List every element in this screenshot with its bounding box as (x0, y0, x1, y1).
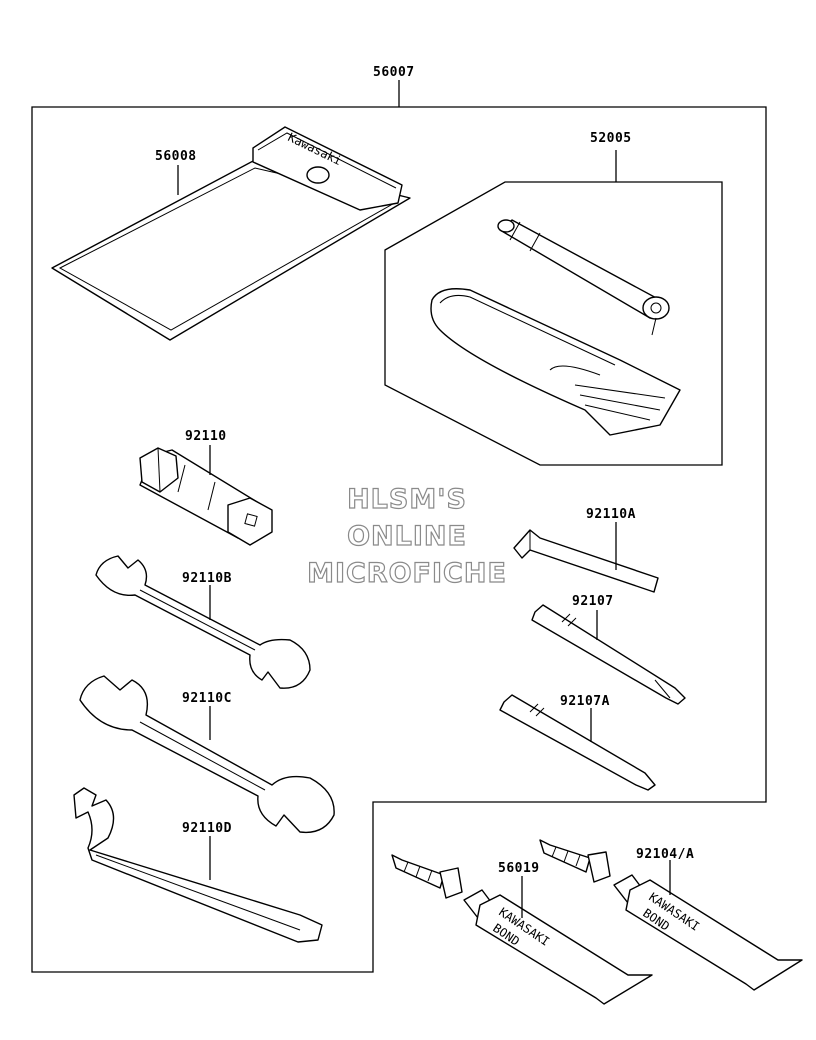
screwdriver-small[interactable] (499, 694, 656, 791)
part-number-bond-tube-2[interactable]: 92104/A (636, 847, 694, 862)
part-number-bond-tube-1[interactable]: 56019 (498, 861, 540, 876)
bond-tube-2[interactable]: KAWASAKI BOND (539, 839, 803, 991)
part-number-hex-key[interactable]: 92110A (586, 507, 636, 522)
part-number-screwdriver-small[interactable]: 92107A (560, 694, 610, 709)
bond-tube-1[interactable]: KAWASAKI BOND (391, 854, 653, 1005)
plug-wrench-set-frame (384, 150, 723, 466)
screwdriver[interactable] (531, 604, 686, 705)
watermark-line2: ONLINE (347, 521, 467, 552)
tool-bag[interactable] (430, 288, 681, 436)
hex-key[interactable] (513, 529, 659, 593)
watermark: HLSM'S ONLINE MICROFICHE (306, 483, 507, 589)
kit-boundary (31, 80, 767, 973)
box-wrench[interactable] (139, 447, 273, 546)
snap-button-icon (306, 166, 330, 184)
part-number-open-wrench-small[interactable]: 92110B (182, 571, 232, 586)
part-number-hook-wrench[interactable]: 92110D (182, 821, 232, 836)
watermark-line1: HLSM'S (347, 484, 467, 515)
hook-wrench[interactable] (73, 787, 323, 943)
watermark-line3: MICROFICHE (307, 558, 507, 589)
open-wrench-small[interactable] (95, 555, 311, 689)
part-number-plug-wrench-set[interactable]: 52005 (590, 131, 632, 146)
part-number-box-wrench[interactable]: 92110 (185, 429, 227, 444)
open-wrench-large[interactable] (79, 675, 335, 834)
part-number-open-wrench-large[interactable]: 92110C (182, 691, 232, 706)
part-number-screwdriver[interactable]: 92107 (572, 594, 614, 609)
plug-wrench-tube[interactable] (497, 219, 670, 336)
part-number-case[interactable]: 56008 (155, 149, 197, 164)
part-number-kit[interactable]: 56007 (373, 65, 415, 80)
tool-case[interactable]: Kawasaki (51, 126, 411, 341)
